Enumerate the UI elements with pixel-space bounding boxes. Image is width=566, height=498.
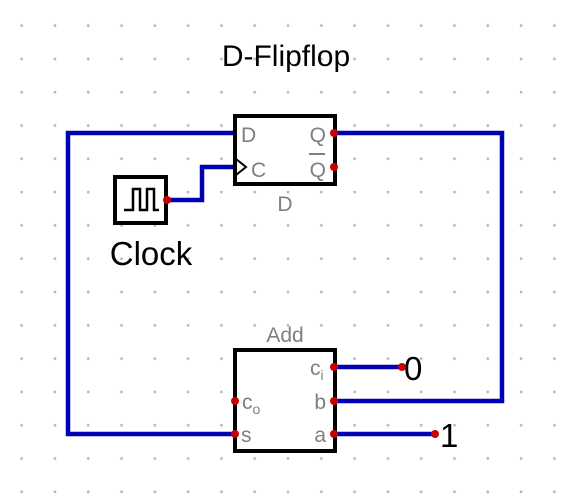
pin-dot-s[interactable] (231, 430, 239, 438)
wire-clock-to-c[interactable] (165, 164, 238, 203)
wires[interactable] (65, 130, 505, 437)
pin-dot-q[interactable] (330, 129, 338, 137)
adder-pin-s: s (241, 424, 252, 447)
circuit-title: D-Flipflop (222, 40, 350, 73)
adder-pin-b: b (314, 391, 326, 414)
clock-label: Clock (110, 235, 193, 272)
clock-component[interactable]: Clock (110, 175, 193, 272)
flipflop-pin-d: D (241, 124, 256, 147)
adder-pin-ci: ci (310, 357, 324, 383)
pin-dot-const-zero[interactable] (398, 363, 406, 371)
pin-dot-ci[interactable] (330, 363, 338, 371)
d-flipflop[interactable]: D C Q Q D (233, 114, 337, 216)
adder-name: Add (266, 324, 303, 347)
adder-pin-co: co (242, 391, 261, 417)
constant-one: 1 (440, 417, 458, 454)
flipflop-name: D (277, 193, 292, 216)
pin-dot-const-one[interactable] (431, 430, 439, 438)
flipflop-body[interactable] (233, 114, 337, 186)
constant-zero: 0 (404, 350, 422, 387)
pin-dot-qn[interactable] (330, 163, 338, 171)
flipflop-pin-q: Q (310, 124, 326, 147)
pin-dot-a[interactable] (330, 430, 338, 438)
clock-input-marker (235, 158, 248, 176)
flipflop-pin-c: C (251, 159, 266, 182)
square-wave-icon (124, 187, 159, 212)
adder-pin-a: a (314, 424, 326, 447)
adder-component[interactable]: Add ci co b s a (233, 324, 337, 453)
flipflop-pin-qn: Q (310, 159, 326, 182)
pin-dot-co[interactable] (231, 397, 239, 405)
pin-dot-clock-out[interactable] (163, 196, 171, 204)
pin-markers (163, 129, 439, 438)
pin-dot-b[interactable] (330, 397, 338, 405)
wire-sum-to-d[interactable] (65, 130, 238, 437)
wire-q-to-b[interactable] (332, 130, 505, 404)
